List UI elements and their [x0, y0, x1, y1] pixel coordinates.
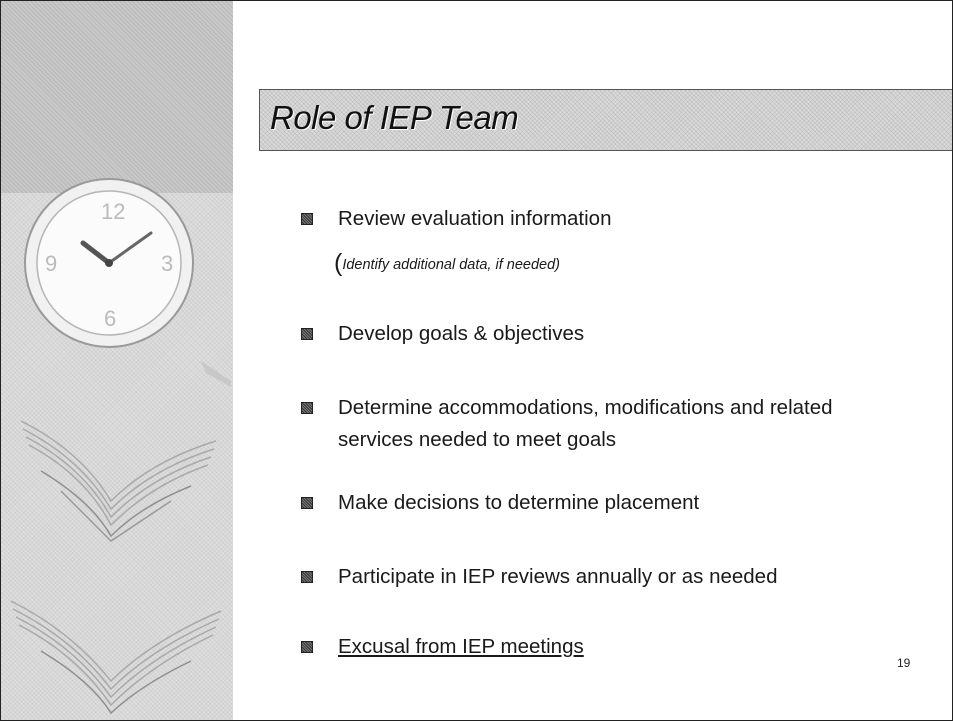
clock-image: 12 3 6 9: [24, 178, 231, 387]
svg-text:12: 12: [101, 199, 125, 224]
bullet-text: Develop goals & objectives: [338, 322, 585, 345]
decorative-side-strip: 12 3 6 9: [1, 1, 233, 720]
square-bullet-icon: [301, 213, 313, 225]
square-bullet-icon: [301, 402, 313, 414]
title-band: Role of IEP Team: [259, 89, 952, 151]
slide-title: Role of IEP Team: [270, 99, 519, 136]
svg-text:9: 9: [45, 251, 57, 276]
bullet-text-line-1: Determine accommodations, modifications …: [338, 396, 833, 419]
svg-text:3: 3: [161, 251, 173, 276]
svg-text:6: 6: [104, 306, 116, 331]
open-book-image: [10, 600, 222, 715]
open-book-image: [20, 420, 217, 542]
side-strip-top-panel: [1, 1, 233, 193]
subnote-text: Identify additional data, if needed): [342, 257, 560, 273]
bullet-text-line-2: services needed to meet goals: [338, 428, 617, 451]
bullet-text: Review evaluation information: [338, 207, 612, 230]
bullet-text: Make decisions to determine placement: [338, 491, 700, 514]
side-strip-illustrations: 12 3 6 9: [10, 178, 231, 715]
page-number: 19: [897, 656, 911, 670]
square-bullet-icon: [301, 571, 313, 583]
bullet-text: Participate in IEP reviews annually or a…: [338, 565, 778, 588]
subnote-open-paren: (: [334, 249, 343, 277]
square-bullet-icon: [301, 328, 313, 340]
square-bullet-icon: [301, 497, 313, 509]
square-bullet-icon: [301, 641, 313, 653]
bullet-subnote: (Identify additional data, if needed): [334, 249, 560, 278]
excusal-link[interactable]: Excusal from IEP meetings: [338, 635, 584, 658]
